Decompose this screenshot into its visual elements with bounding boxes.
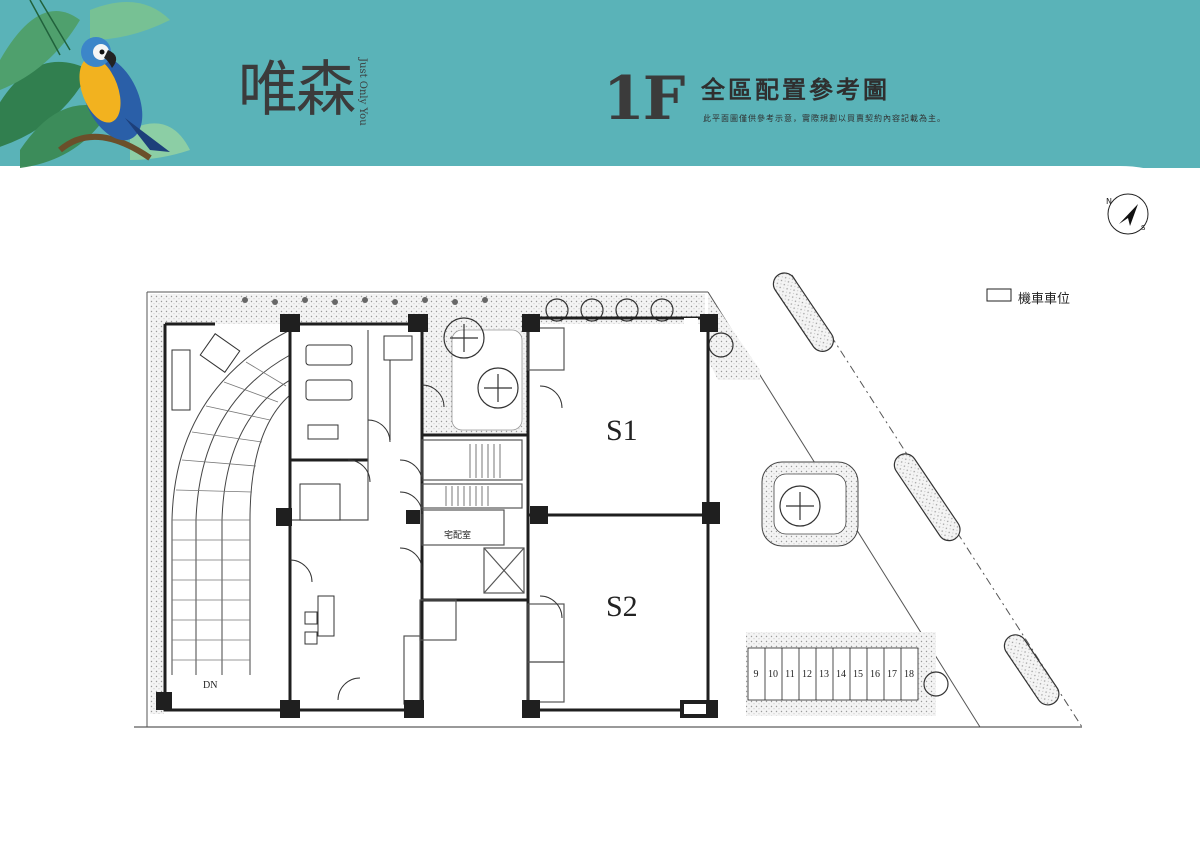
courtyard-lawn: [451, 329, 523, 431]
compass-south: S: [1141, 224, 1146, 232]
tropical-leaves: [0, 0, 190, 168]
header-band: [0, 0, 1200, 168]
delivery-room-label: 宅配室: [444, 531, 472, 541]
scooter-slot-14: 14: [836, 669, 846, 680]
scooter-slot-16: 16: [870, 669, 880, 680]
planter-center-inner: [773, 473, 847, 535]
scooter-slot-10: 10: [768, 669, 778, 680]
page-title: 全區配置參考圖: [701, 76, 890, 104]
disclaimer: 此平面圖僅供參考示意，實際規劃以買賣契約內容記載為主。: [703, 114, 946, 123]
legend-label: 機車車位: [1018, 292, 1071, 307]
paving-west: [150, 324, 164, 714]
street-planters: [772, 272, 1060, 706]
column-hollow: [684, 704, 706, 714]
parking-ramp: [171, 329, 291, 675]
interior-partitions: [290, 327, 565, 705]
scooter-slot-15: 15: [853, 669, 863, 680]
door-swings: [289, 384, 563, 701]
brand-tagline: Just Only You: [357, 58, 368, 126]
compass-north: N: [1106, 197, 1112, 206]
scooter-slot-11: 11: [785, 669, 795, 680]
scooter-slot-13: 13: [819, 669, 829, 680]
parrot-illustration: [58, 37, 170, 161]
content-panel: [0, 166, 1200, 853]
floor-label: 1F: [603, 64, 685, 134]
gym-equipment-icon: [171, 333, 413, 645]
stair-steps: [445, 444, 501, 506]
stair-down-label: DN: [203, 680, 218, 691]
scooter-slot-12: 12: [802, 669, 812, 680]
brand-name: 唯森: [238, 55, 356, 125]
scooter-slot-9: 9: [753, 669, 759, 680]
paving-east-strip: [708, 294, 760, 380]
compass-icon: [1107, 193, 1149, 235]
unit-label-s1: S1: [606, 414, 638, 447]
scooter-slot-17: 17: [887, 669, 897, 680]
column-hollow-north: [684, 318, 698, 328]
columns: [156, 314, 720, 718]
unit-label-s2: S2: [606, 590, 638, 623]
ramp-steps: [172, 361, 287, 661]
scooter-slot-18: 18: [904, 669, 914, 680]
shrub-row: [242, 297, 488, 305]
scooter-slots: [747, 647, 919, 701]
legend-swatch: [986, 288, 1012, 302]
tree-icon: [443, 298, 949, 697]
